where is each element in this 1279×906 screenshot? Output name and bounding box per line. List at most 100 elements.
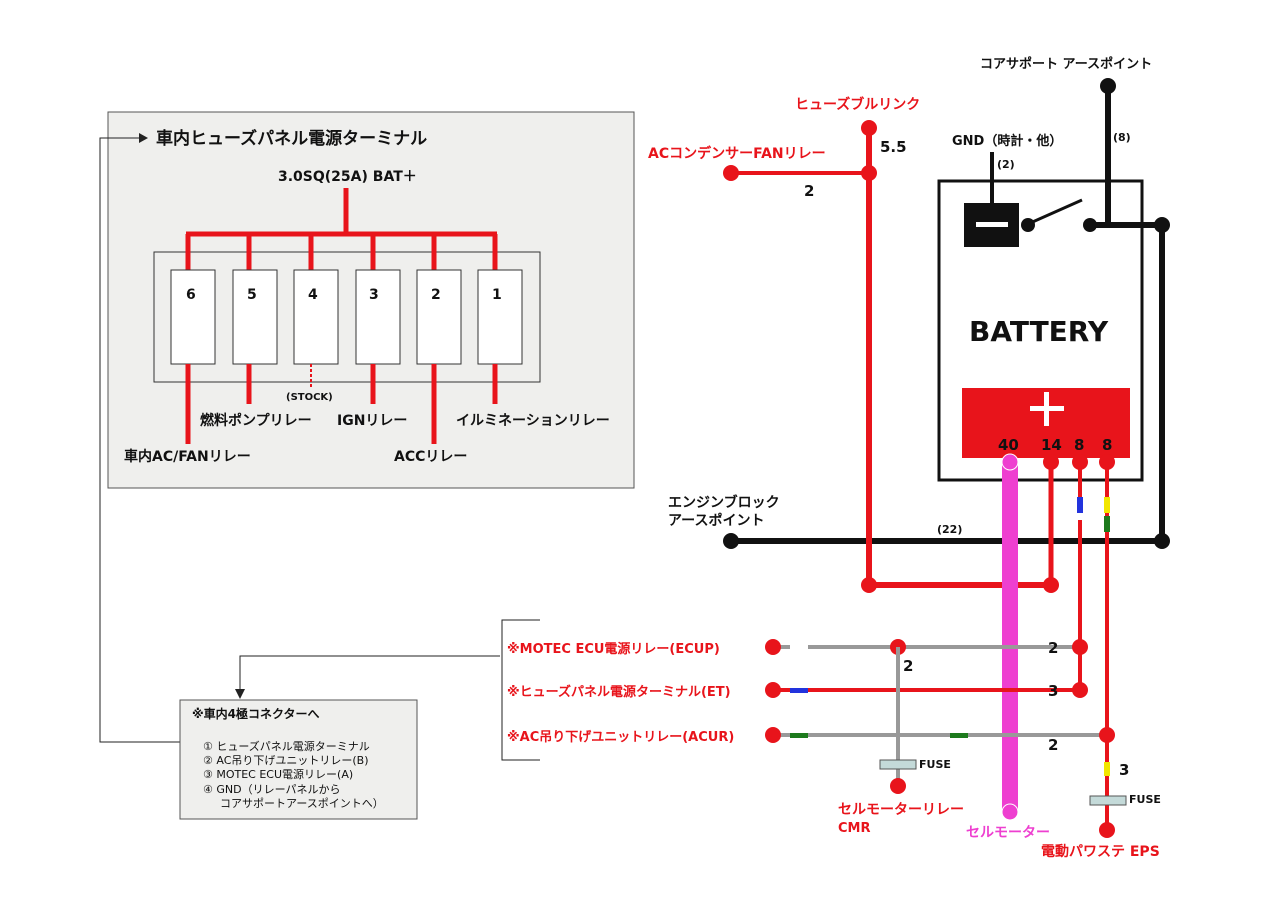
fuse-panel-feed: 3.0SQ(25A) BAT＋ [278, 169, 417, 185]
fuse-slot-4 [293, 269, 339, 365]
node-starter-top [1001, 453, 1019, 471]
connector-item-1: ① ヒューズパネル電源ターミナル [203, 739, 370, 753]
slot-label-3: 3 [369, 287, 379, 303]
motec-wire-tag [790, 645, 808, 649]
node-engine-block [723, 533, 739, 549]
wire-tag-yellow-2 [1104, 762, 1110, 776]
gauge-acur: 2 [1048, 736, 1058, 754]
wire-tag-white [1077, 513, 1083, 520]
gauge-cmr: 2 [903, 657, 913, 675]
connector-box [179, 699, 418, 820]
label-starter: セルモーター [966, 825, 1050, 841]
connector-item-2: ② AC吊り下げユニットリレー(B) [203, 754, 369, 767]
node-term-8b [1099, 454, 1115, 470]
fuse-panel-title: 車内ヒューズパネル電源ターミナル [156, 128, 427, 149]
node-term-14 [1043, 454, 1059, 470]
connector-title: ※車内4極コネクターへ [192, 706, 320, 721]
et-wire-tag [790, 688, 808, 693]
fuse-slot-3 [355, 269, 401, 365]
label-fuel-pump-relay: 燃料ポンプリレー [200, 412, 312, 429]
label-motec: ※MOTEC ECU電源リレー(ECUP) [507, 641, 720, 657]
label-core-gauge: (8) [1113, 131, 1131, 144]
terminal-8a: 8 [1074, 436, 1084, 454]
label-acur: ※AC吊り下げユニットリレー(ACUR) [507, 729, 734, 745]
node-motec-right [1072, 639, 1088, 655]
battery-switch-blade [1027, 198, 1083, 226]
label-fuse-et: ※ヒューズパネル電源ターミナル(ET) [507, 684, 731, 700]
fuse-eps [1089, 795, 1127, 806]
wire-tag-yellow [1104, 497, 1110, 513]
slot-label-4: 4 [308, 287, 318, 303]
node-motec [765, 639, 781, 655]
wire-tag-green [1104, 516, 1110, 532]
node-core-support [1100, 78, 1116, 94]
arrow-head-connector [235, 689, 245, 699]
label-illumination-relay: イルミネーションリレー [456, 413, 610, 429]
connector-item-4: ④ GND（リレーパネルから [203, 783, 340, 796]
terminal-14: 14 [1041, 436, 1062, 454]
node-cmr [890, 778, 906, 794]
node-acur-right [1099, 727, 1115, 743]
label-cmr-1: セルモーターリレー [838, 802, 964, 818]
connector-item-5: コアサポートアースポイントへ） [220, 797, 384, 810]
terminal-8b: 8 [1102, 436, 1112, 454]
label-core-support: コアサポート アースポイント [980, 56, 1152, 72]
label-fusible-gauge: 5.5 [880, 138, 907, 156]
plus-symbol-v [1044, 392, 1049, 426]
label-ac-condenser-gauge: 2 [804, 182, 814, 200]
fuse-eps-label: FUSE [1129, 793, 1161, 806]
switch-pivot [1021, 218, 1035, 232]
node-ac-junction [861, 165, 877, 181]
gauge-et: 3 [1048, 682, 1058, 700]
gauge-eps: 3 [1119, 761, 1129, 779]
wire-tag-blue [1077, 497, 1083, 513]
fuse-holder-frame [153, 251, 541, 383]
acur-wire-tag-2 [950, 733, 968, 738]
label-ac-condenser: ACコンデンサーFANリレー [648, 145, 826, 162]
fuse-cmr-label: FUSE [919, 758, 951, 771]
fuse-cmr [879, 759, 917, 770]
label-ac-fan-relay: 車内AC/FANリレー [124, 448, 251, 465]
label-acc-relay: ACCリレー [394, 449, 467, 465]
label-gnd-gauge: (2) [997, 158, 1015, 171]
node-loop-left [861, 577, 877, 593]
fuse-slot-1 [477, 269, 523, 365]
node-fusible-link [861, 120, 877, 136]
node-et-right [1072, 682, 1088, 698]
node-acur [765, 727, 781, 743]
arrow-head-panel [139, 133, 148, 143]
connector-arrow-line [239, 655, 500, 690]
node-term-8a [1072, 454, 1088, 470]
node-eps [1099, 822, 1115, 838]
relay-label-bracket [501, 619, 540, 761]
node-et [765, 682, 781, 698]
connector-line-to-panel [99, 137, 180, 743]
stock-label: (STOCK) [286, 392, 333, 403]
node-ground-corner [1154, 217, 1170, 233]
label-gnd-clock: GND（時計・他） [952, 133, 1062, 149]
fuse-slot-5 [232, 269, 278, 365]
battery-minus-symbol [976, 222, 1008, 227]
node-ac-condenser [723, 165, 739, 181]
terminal-40: 40 [998, 436, 1019, 454]
node-starter-bottom [1001, 803, 1019, 821]
node-ground-bottom [1154, 533, 1170, 549]
label-cmr-2: CMR [838, 821, 871, 836]
label-ign-relay: IGNリレー [337, 413, 407, 429]
connector-item-3: ③ MOTEC ECU電源リレー(A) [203, 767, 353, 781]
label-eps: 電動パワステ EPS [1041, 843, 1160, 860]
fuse-slot-6 [170, 269, 216, 365]
slot-label-1: 1 [492, 287, 502, 303]
label-fusible-link: ヒューズブルリンク [795, 96, 920, 113]
slot-label-6: 6 [186, 287, 196, 303]
acur-wire-tag-1 [790, 733, 808, 738]
fuse-slot-2 [416, 269, 462, 365]
battery-label: BATTERY [969, 315, 1109, 348]
label-engine-gauge: (22) [937, 523, 962, 536]
label-engine-block-1: エンジンブロック [668, 494, 780, 511]
slot-label-5: 5 [247, 287, 257, 303]
node-loop-right [1043, 577, 1059, 593]
label-engine-block-2: アースポイント [668, 512, 764, 529]
gauge-motec: 2 [1048, 639, 1058, 657]
